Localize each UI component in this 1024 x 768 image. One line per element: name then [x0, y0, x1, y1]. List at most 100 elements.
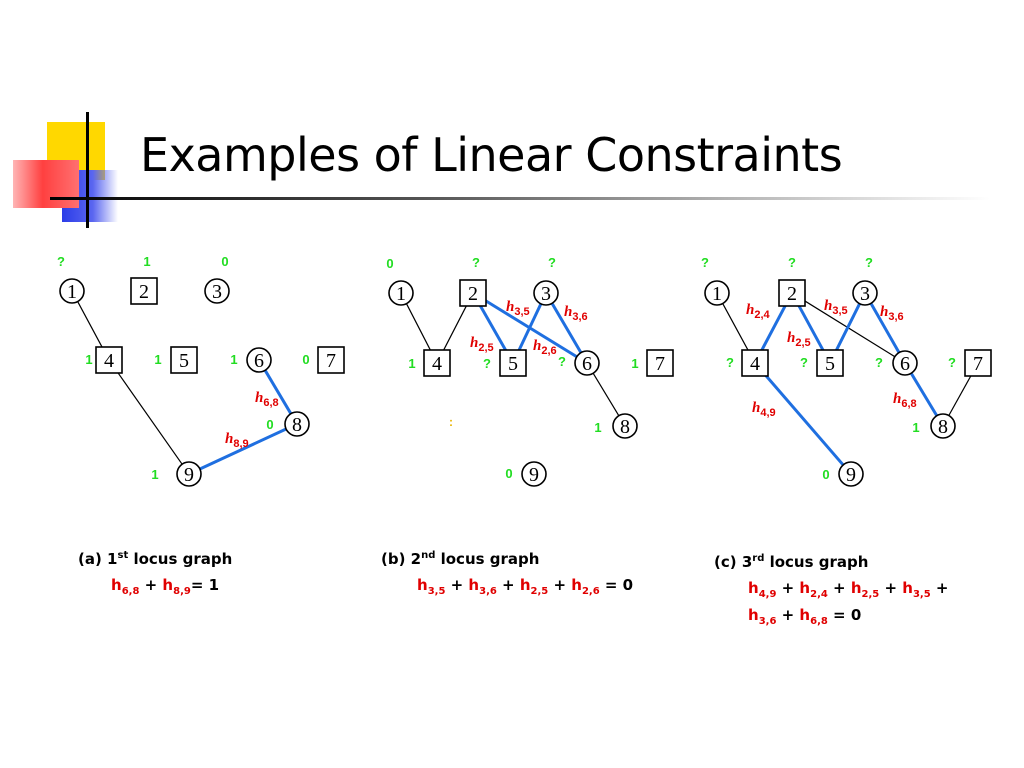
node-a-2: 2 — [130, 277, 158, 305]
node-a-3: 3 — [204, 278, 230, 304]
equation-operator: = 0 — [599, 576, 634, 594]
caption-c-post: locus graph — [764, 553, 869, 571]
node-a-4-square — [95, 346, 123, 374]
node-value-a-2: 1 — [143, 254, 150, 269]
node-b-9-circle — [521, 461, 547, 487]
node-c-4-label: 4 — [750, 353, 760, 375]
equation-term: h2,6 — [571, 576, 600, 597]
equation-operator: + — [445, 576, 469, 594]
node-value-b-2: ? — [472, 255, 480, 270]
node-b-4-square — [423, 349, 451, 377]
caption-a: (a) 1st locus graph — [78, 550, 232, 568]
node-c-5-square — [816, 349, 844, 377]
caption-a-sup: st — [117, 550, 129, 561]
node-c-1-circle — [704, 280, 730, 306]
node-b-8-circle — [612, 413, 638, 439]
node-c-7: 7 — [964, 349, 992, 377]
node-value-c-9: 0 — [822, 467, 829, 482]
edge-c-2-4 — [759, 302, 788, 354]
node-value-a-1: ? — [57, 254, 65, 269]
node-value-b-7: 1 — [631, 356, 638, 371]
node-c-3: 3 — [852, 280, 878, 306]
node-c-1-label: 1 — [712, 283, 722, 305]
deco-vertical-line — [86, 112, 89, 228]
node-value-b-5: ? — [483, 356, 491, 371]
equation-operator: + — [879, 579, 903, 597]
node-value-c-3: ? — [865, 255, 873, 270]
edge-label-b-3-6: h3,6 — [564, 304, 588, 323]
node-value-c-1: ? — [701, 255, 709, 270]
node-a-6: 6 — [246, 347, 272, 373]
equation-term: h6,8 — [111, 576, 140, 597]
node-a-1-circle — [59, 278, 85, 304]
node-a-7-label: 7 — [326, 350, 336, 372]
node-b-3: 3 — [533, 280, 559, 306]
node-b-7-square — [646, 349, 674, 377]
edge-b-2-5 — [477, 302, 509, 354]
node-c-4: 4 — [741, 349, 769, 377]
node-b-7-label: 7 — [655, 353, 665, 375]
node-a-8-label: 8 — [292, 414, 302, 436]
node-b-6: 6 — [574, 350, 600, 376]
edge-label-b-3-5: h3,5 — [506, 299, 530, 318]
node-value-a-6: 1 — [230, 352, 237, 367]
node-value-c-2: ? — [788, 255, 796, 270]
node-b-1-label: 1 — [396, 283, 406, 305]
node-c-5-label: 5 — [825, 353, 835, 375]
node-a-3-label: 3 — [212, 281, 222, 303]
edge-a-8-9 — [199, 427, 287, 471]
node-value-a-4: 1 — [85, 352, 92, 367]
edge-label-c-2-5: h2,5 — [787, 330, 811, 349]
equation-b-line-1: h3,5 + h3,6 + h2,5 + h2,6 = 0 — [417, 575, 633, 602]
node-a-3-circle — [204, 278, 230, 304]
node-value-a-5: 1 — [154, 352, 161, 367]
node-b-8-label: 8 — [620, 416, 630, 438]
node-c-5: 5 — [816, 349, 844, 377]
node-c-9-circle — [838, 461, 864, 487]
node-a-1-label: 1 — [67, 281, 77, 303]
node-b-3-circle — [533, 280, 559, 306]
caption-c-sup: rd — [752, 553, 765, 564]
caption-b-post: locus graph — [435, 550, 540, 568]
node-b-2: 2 — [459, 279, 487, 307]
equation-c-line-2: h3,6 + h6,8 = 0 — [748, 605, 948, 632]
equation-operator: + — [496, 576, 520, 594]
deco-red-block — [13, 160, 79, 208]
node-b-5: 5 — [499, 349, 527, 377]
node-c-8-label: 8 — [938, 416, 948, 438]
node-a-9-label: 9 — [184, 464, 194, 486]
equation-operator: = 1 — [190, 576, 220, 594]
edge-label-c-3-5: h3,5 — [824, 298, 848, 317]
caption-b-sup: nd — [421, 550, 436, 561]
node-b-1: 1 — [388, 280, 414, 306]
caption-b: (b) 2nd locus graph — [381, 550, 539, 568]
equation-term: h2,5 — [519, 576, 549, 597]
edge-a-6-8 — [263, 369, 293, 415]
edge-label-c-2-4: h2,4 — [746, 302, 771, 321]
node-a-9-circle — [176, 461, 202, 487]
equation-term: h4,9 — [748, 579, 777, 600]
edge-c-3-6 — [869, 302, 901, 354]
node-c-2-label: 2 — [787, 283, 797, 305]
node-b-8: 8 — [612, 413, 638, 439]
node-b-5-label: 5 — [508, 353, 518, 375]
node-a-5: 5 — [170, 346, 198, 374]
edge-label-a-6-8: h6,8 — [255, 390, 279, 409]
node-a-1: 1 — [59, 278, 85, 304]
edge-b-3-6 — [550, 302, 583, 354]
equation-term: h8,9 — [162, 576, 191, 597]
edge-label-b-2-5: h2,5 — [470, 335, 494, 354]
node-b-3-label: 3 — [541, 283, 551, 305]
node-a-7: 7 — [317, 346, 345, 374]
edge-c-3-5 — [834, 303, 861, 353]
node-b-9-label: 9 — [529, 464, 539, 486]
equation-operator: + — [776, 579, 800, 597]
node-value-a-9: 1 — [151, 467, 158, 482]
node-value-b-1: 0 — [386, 256, 393, 271]
edge-b-2-4 — [441, 303, 469, 353]
node-value-b-6: ? — [558, 354, 566, 369]
node-value-c-6: ? — [875, 355, 883, 370]
